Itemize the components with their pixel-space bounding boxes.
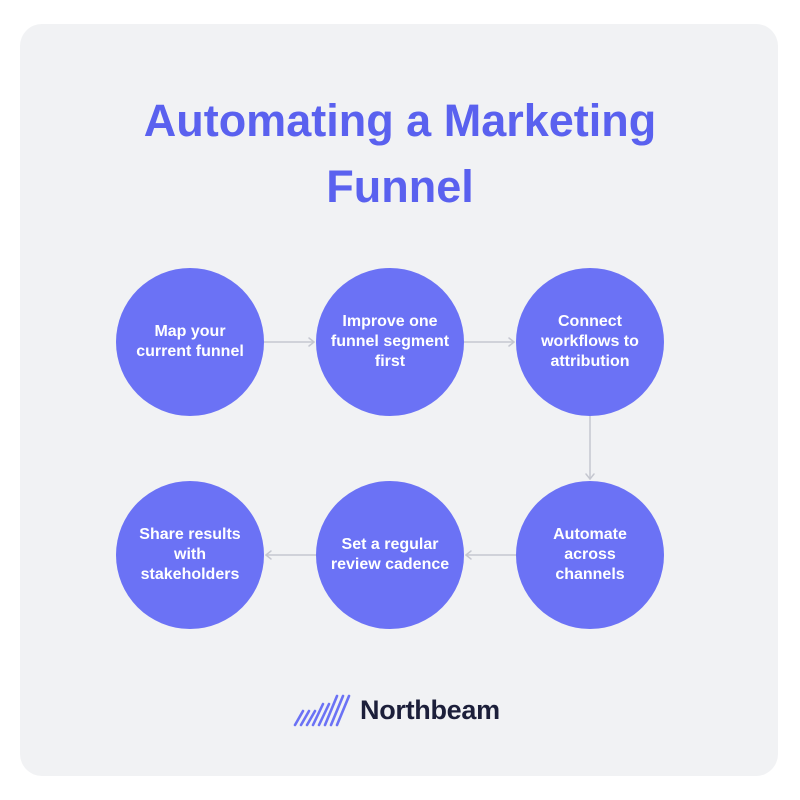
step-label: Automate across channels: [553, 526, 627, 583]
brand-logo: Northbeam: [292, 690, 500, 730]
step-label: Improve one funnel segment first: [330, 313, 450, 370]
step-improve-segment: Improve one funnel segment first: [316, 268, 464, 416]
step-label: Map your current funnel: [136, 323, 244, 360]
step-automate-channels: Automate across channels: [516, 481, 664, 629]
step-review-cadence: Set a regular review cadence: [316, 481, 464, 629]
step-share-results: Share results with stakeholders: [116, 481, 264, 629]
brand-name: Northbeam: [360, 694, 500, 725]
page-title: Automating a Marketing Funnel: [143, 95, 657, 212]
step-connect-workflows: Connect workflows to attribution: [516, 268, 664, 416]
arrow-step2-to-step3: [463, 337, 515, 347]
arrow-step4-to-step5: [465, 550, 517, 560]
step-map-funnel: Map your current funnel: [116, 268, 264, 416]
arrow-step5-to-step6: [265, 550, 317, 560]
arrow-step1-to-step2: [263, 337, 315, 347]
arrow-step3-to-step4: [585, 415, 595, 480]
northbeam-logo-icon: [293, 694, 351, 727]
step-label: Set a regular review cadence: [330, 536, 450, 573]
step-label: Share results with stakeholders: [139, 526, 241, 583]
step-label: Connect workflows to attribution: [541, 313, 639, 370]
